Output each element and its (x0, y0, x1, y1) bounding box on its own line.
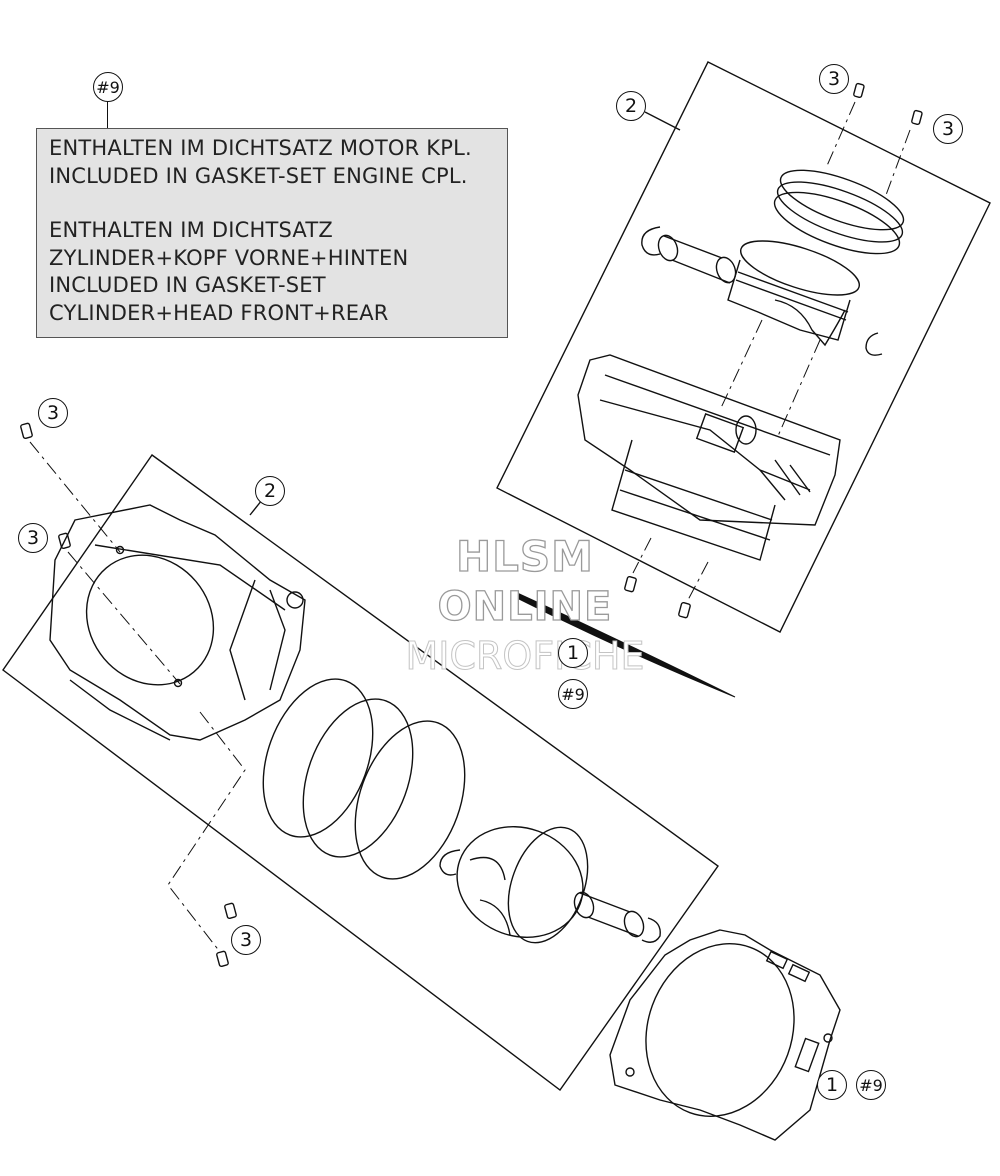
lower-dowel-pins (20, 422, 246, 968)
upper-circlip-left (641, 226, 661, 256)
lower-wrist-pin (573, 891, 645, 938)
upper-piston (727, 240, 860, 347)
callout-center-gasket-ref[interactable]: #9 (558, 679, 588, 709)
lower-piston (456, 826, 589, 944)
note-line: ZYLINDER+KOPF VORNE+HINTEN (49, 245, 409, 270)
upper-wrist-pin (657, 234, 737, 284)
note-callout-leader (107, 101, 109, 128)
base-gasket (609, 929, 841, 1141)
callout-center-gasket[interactable]: 1 (558, 638, 588, 668)
callout-lower-pin-top[interactable]: 3 (38, 398, 68, 428)
callout-upper-pin-b[interactable]: 3 (933, 114, 963, 144)
upper-cylinder (577, 354, 841, 561)
upper-piston-rings (773, 169, 905, 255)
callout-lower-assembly[interactable]: 2 (255, 476, 285, 506)
note-line: CYLINDER+HEAD FRONT+REAR (49, 300, 389, 325)
upper-dowel-pins (624, 82, 923, 619)
center-gasket (512, 591, 736, 698)
lower-circlip-right (641, 917, 661, 943)
upper-circlip-right (865, 332, 883, 356)
lower-cylinder (49, 504, 306, 741)
note-line: INCLUDED IN GASKET-SET ENGINE CPL. (49, 163, 468, 188)
upper-assembly-frame (496, 61, 991, 633)
note-line: ENTHALTEN IM DICHTSATZ (49, 218, 333, 242)
callout-lower-pin-mid[interactable]: 3 (18, 523, 48, 553)
lower-piston-rings (262, 678, 466, 880)
note-callout: #9 (93, 72, 123, 102)
callout-upper-pin-a[interactable]: 3 (819, 64, 849, 94)
callout-base-gasket-ref[interactable]: #9 (856, 1070, 886, 1100)
note-line: INCLUDED IN GASKET-SET (49, 273, 326, 297)
callout-lower-pin-bottom[interactable]: 3 (231, 925, 261, 955)
gasket-set-note: ENTHALTEN IM DICHTSATZ MOTOR KPL. INCLUD… (36, 128, 508, 338)
callout-upper-assembly[interactable]: 2 (616, 91, 646, 121)
lower-assembly-frame (2, 454, 719, 1091)
note-line: ENTHALTEN IM DICHTSATZ MOTOR KPL. (49, 136, 472, 160)
lower-circlip-left (439, 849, 461, 876)
callout-base-gasket[interactable]: 1 (817, 1070, 847, 1100)
